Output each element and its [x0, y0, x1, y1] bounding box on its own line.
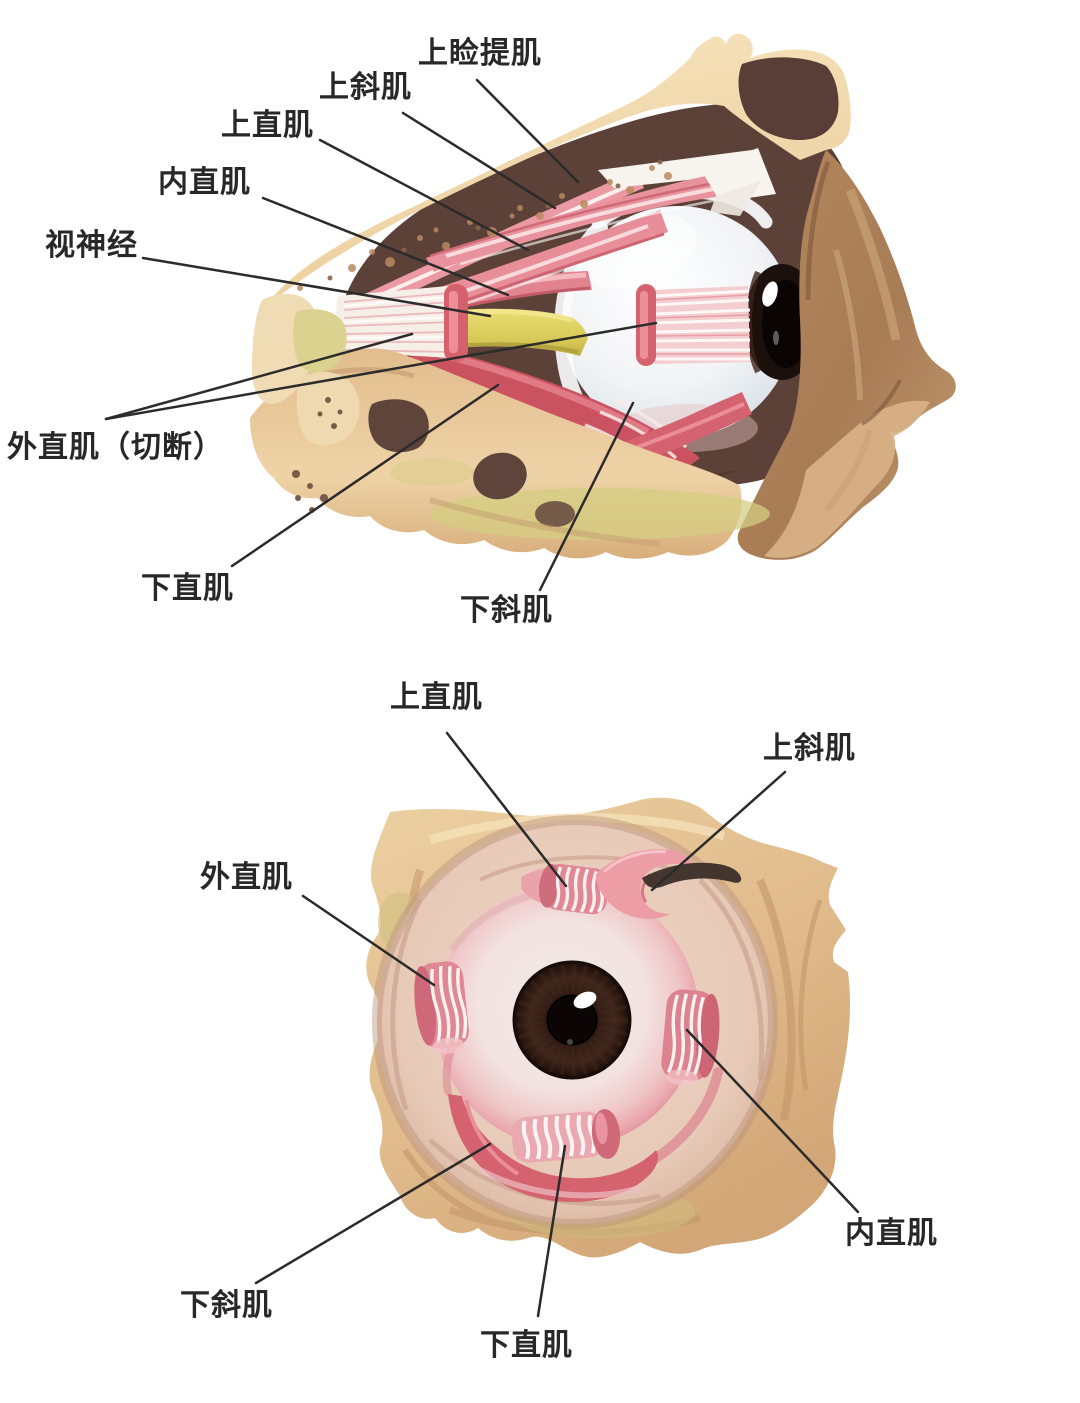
bone-fossa-hollow [738, 57, 839, 140]
label-medial-rectus: 内直肌 [158, 166, 251, 199]
eyeball-frontal [435, 884, 699, 1148]
label-inferior-rectus-front: 下直肌 [480, 1329, 573, 1362]
label-inferior-rectus: 下直肌 [141, 572, 234, 605]
label-superior-oblique-front: 上斜肌 [763, 732, 856, 765]
eye-highlight [573, 991, 597, 1009]
label-medial-rectus-front: 内直肌 [845, 1217, 938, 1250]
leader-line-inferior-rectus [230, 383, 500, 568]
leader-line-inferior-oblique [538, 401, 635, 592]
facial-bone [737, 150, 956, 560]
label-levator-palpebrae: 上睑提肌 [418, 37, 542, 70]
label-superior-rectus: 上直肌 [221, 109, 314, 142]
label-lateral-rectus-front: 外直肌 [200, 861, 293, 894]
label-superior-rectus-front: 上直肌 [390, 681, 483, 714]
inferior-oblique-front-muscle [442, 1032, 723, 1202]
leader-line-superior-rectus [318, 138, 530, 252]
leader-line-medial-rectus-front [685, 1028, 860, 1214]
leader-line-lateral-rectus-cut [104, 321, 658, 421]
figure-lateral-orbit [250, 33, 956, 560]
leader-line-superior-oblique [401, 111, 557, 210]
label-optic-nerve: 视神经 [45, 229, 138, 262]
superior-oblique-tendon [598, 150, 762, 188]
label-lateral-rectus-cut: 外直肌（切断） [7, 431, 224, 464]
label-superior-oblique: 上斜肌 [319, 71, 412, 104]
label-inferior-oblique-front: 下斜肌 [180, 1289, 273, 1322]
trochlea-band [642, 862, 742, 888]
frontal-bone [266, 33, 851, 307]
leader-line-medial-rectus [261, 196, 510, 297]
leader-line-lateral-rectus-front [301, 894, 436, 987]
medial-rectus-front-stump [661, 989, 720, 1086]
figure-frontal-orbit [366, 797, 851, 1258]
levator-palpebrae-muscle [426, 148, 776, 272]
leader-line-inferior-oblique-front [254, 1142, 492, 1285]
leader-line-lateral-rectus-cut [104, 332, 414, 421]
leader-line-superior-rectus-front [445, 731, 568, 888]
inferior-rectus-front-stump [511, 1109, 621, 1163]
lateral-rectus-insertion-stump [636, 284, 751, 366]
leader-lines-overlay [104, 78, 860, 1318]
leader-line-superior-oblique-front [650, 770, 787, 892]
leader-line-optic-nerve [141, 256, 492, 318]
apex-bones [252, 293, 360, 446]
superior-rectus-front-stump [521, 863, 610, 915]
leader-line-inferior-rectus-front [536, 1144, 567, 1318]
superior-oblique-front-muscle [596, 849, 742, 919]
orbital-fat [430, 488, 770, 540]
leader-line-levator-palpebrae [475, 78, 580, 184]
label-inferior-oblique: 下斜肌 [460, 594, 553, 627]
iris-frontal [512, 960, 632, 1080]
